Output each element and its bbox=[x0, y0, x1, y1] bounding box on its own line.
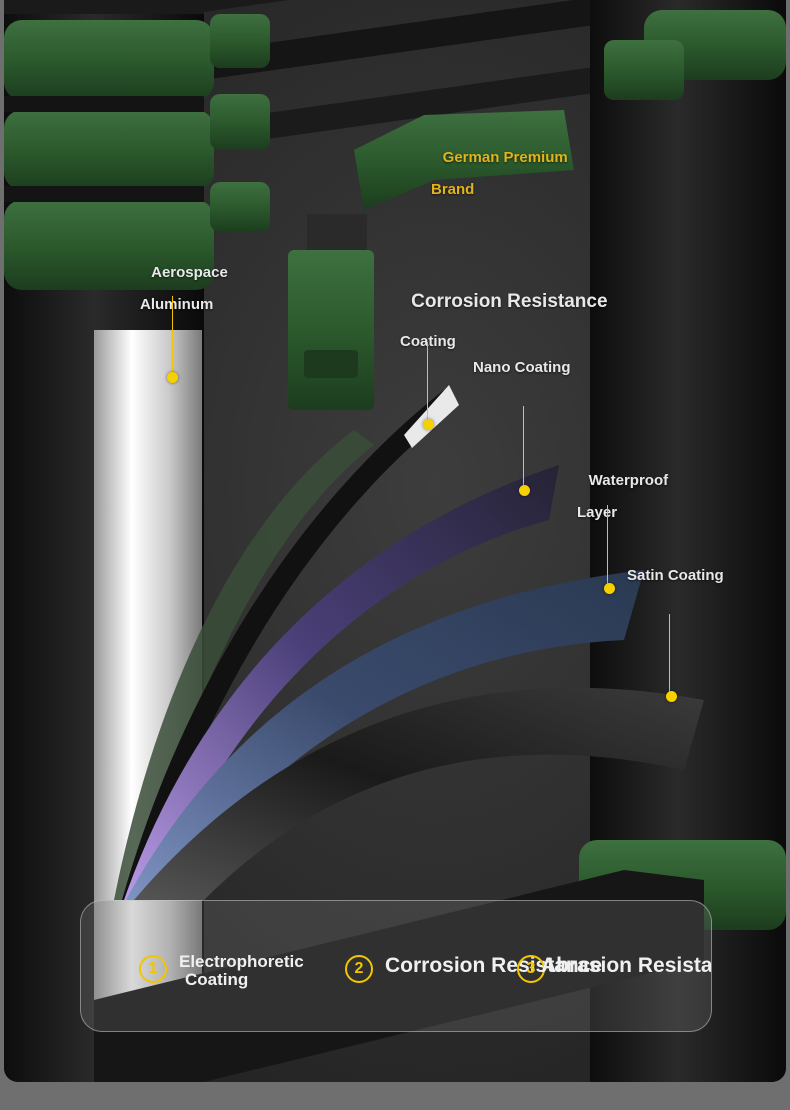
aluminum-marker bbox=[167, 372, 178, 383]
aluminum-leader bbox=[172, 296, 173, 376]
nano-coating-label: Nano Coating bbox=[473, 359, 571, 376]
waterproof-marker bbox=[604, 583, 615, 594]
nano-marker bbox=[519, 485, 530, 496]
corrosion-marker bbox=[423, 419, 434, 430]
features-panel: 1 Electrophoretic Coating 2 Corrosion Re… bbox=[80, 900, 712, 1032]
latch bbox=[288, 214, 374, 410]
feature-text: Corrosion Resistance bbox=[385, 954, 603, 977]
waterproof-label: Waterproof Layer bbox=[577, 472, 669, 521]
ladder-artwork bbox=[4, 0, 786, 1082]
feature-number: 2 bbox=[345, 955, 373, 983]
feature-abrasion: 3 Abrasion Resistance bbox=[517, 953, 712, 983]
feature-corrosion: 2 Corrosion Resistance bbox=[345, 953, 602, 983]
feature-text: Abrasion Resistance bbox=[541, 954, 712, 977]
satin-marker bbox=[666, 691, 677, 702]
ladder-rungs bbox=[194, 0, 654, 150]
feature-electrophoretic: 1 Electrophoretic Coating bbox=[139, 953, 304, 989]
waterproof-leader bbox=[607, 505, 608, 587]
corrosion-leader bbox=[427, 342, 428, 424]
left-collars bbox=[4, 0, 270, 290]
aluminum-label: Aerospace Aluminum bbox=[140, 264, 228, 313]
nano-leader bbox=[523, 406, 524, 490]
satin-leader bbox=[669, 614, 670, 696]
feature-number: 3 bbox=[517, 955, 545, 983]
satin-coating-label: Satin Coating bbox=[627, 567, 724, 584]
product-illustration: German Premium Brand Aerospace Aluminum … bbox=[4, 0, 786, 1082]
bottom-rung bbox=[94, 870, 704, 1082]
corrosion-coating-label: Corrosion Resistance Coating bbox=[400, 291, 608, 351]
feature-text: Electrophoretic Coating bbox=[179, 952, 304, 989]
brand-bracket bbox=[354, 110, 574, 210]
coating-layers bbox=[114, 385, 704, 900]
feature-number: 1 bbox=[139, 955, 167, 983]
brand-label: German Premium Brand bbox=[431, 149, 568, 198]
